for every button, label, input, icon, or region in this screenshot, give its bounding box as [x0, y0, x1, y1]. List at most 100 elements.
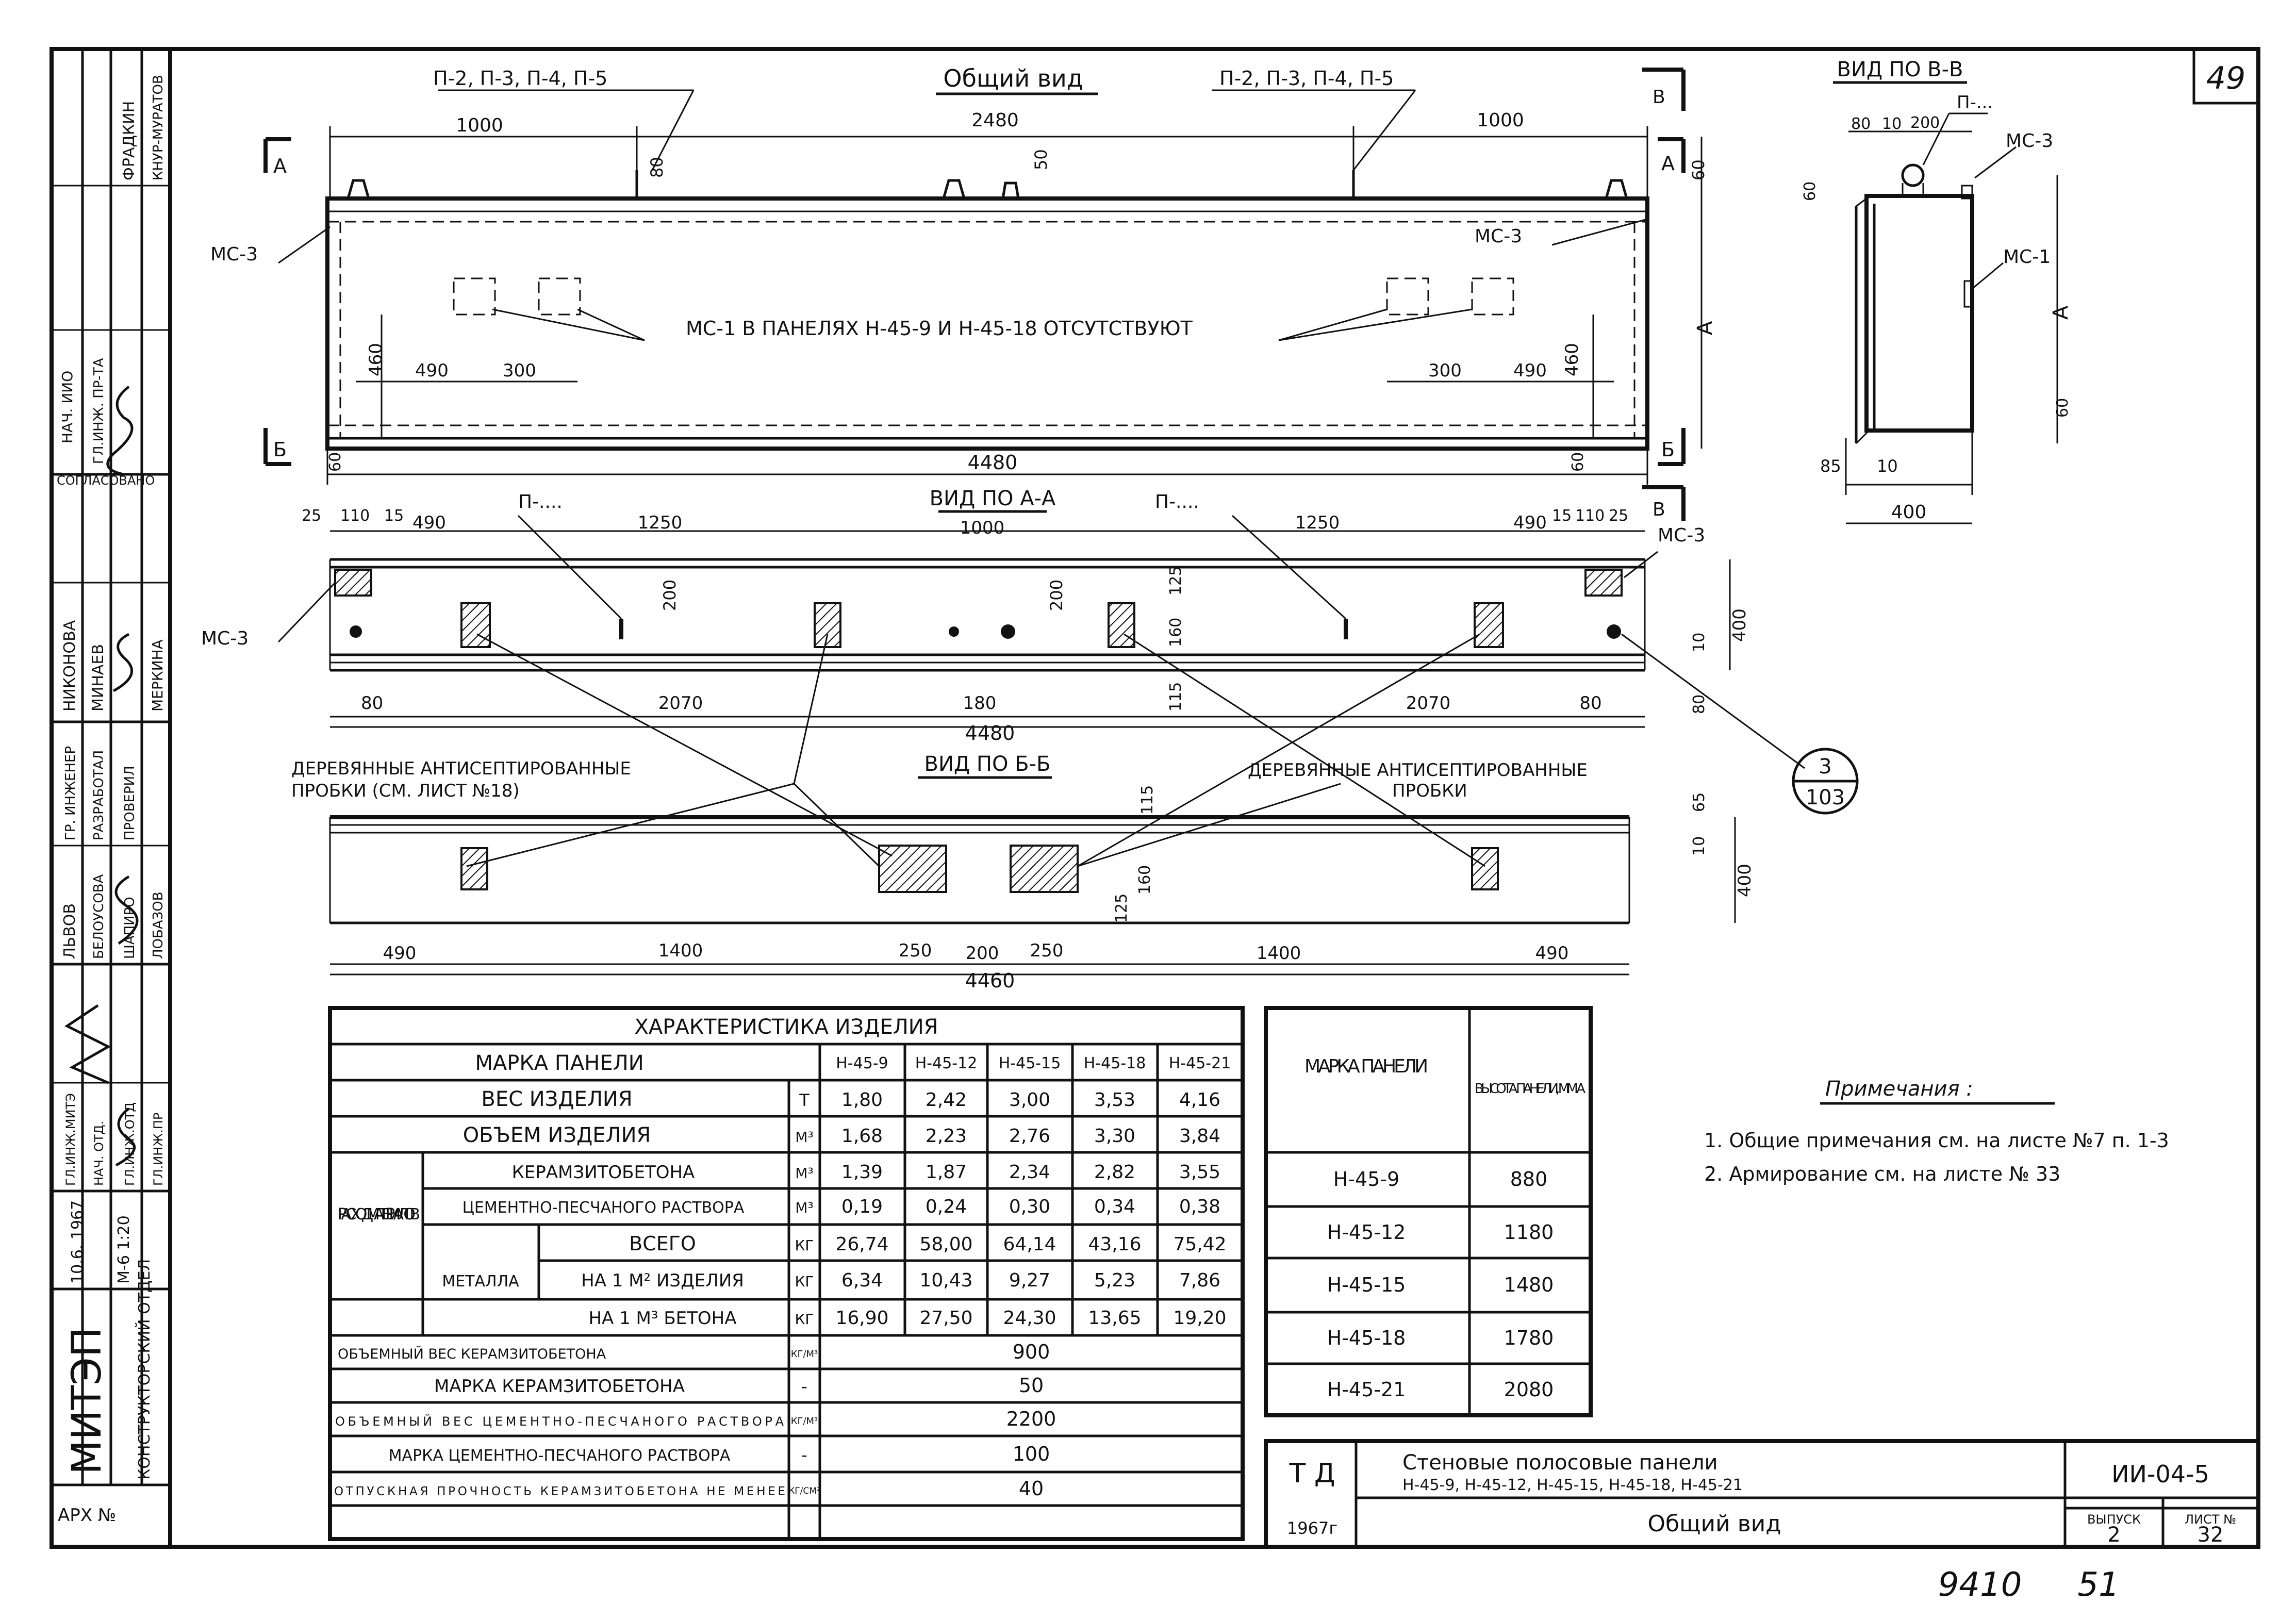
drawing-label: ДЕРЕВЯННЫЕ АНТИСЕПТИРОВАННЫЕ	[291, 758, 631, 779]
drawing-label: 25	[302, 507, 321, 525]
drawing-label: 4460	[965, 969, 1015, 992]
drawing-label: ВЫПУСК	[2087, 1512, 2141, 1527]
drawing-label: Н-45-18	[1084, 1054, 1146, 1072]
panel-body	[325, 196, 1649, 451]
drawing-label: ПРОБКИ	[1392, 781, 1467, 801]
bottom-note-right: 51	[2077, 1566, 2119, 1604]
drawing-label: 1180	[1504, 1221, 1554, 1244]
drawing-label: М³	[795, 1129, 813, 1146]
drawing-label: ЛОБАЗОВ	[151, 891, 166, 959]
drawing-label: 1967г	[1287, 1518, 1337, 1538]
signature	[64, 1004, 111, 1084]
drawing-label: 125	[1113, 894, 1131, 923]
drawing-label: 10.6. 1967	[69, 1200, 87, 1284]
signature	[114, 875, 139, 945]
drawing-label: 1,80	[841, 1089, 883, 1111]
drawing-label: НА 1 М³ БЕТОНА	[588, 1308, 736, 1329]
drawing-label: 60	[326, 452, 344, 472]
drawing-label: 10	[1690, 836, 1708, 856]
wood-plug	[1474, 602, 1504, 648]
drawing-label: 40	[1019, 1477, 1044, 1500]
drawing-label: 3,84	[1179, 1126, 1220, 1147]
drawing-label: 490	[1513, 360, 1547, 381]
view-aa: ВИД ПО А-А П-.... П-.... МС-3 МС-3 25 11…	[201, 487, 1859, 815]
drawing-label: 1780	[1504, 1327, 1554, 1349]
drawing-label: 64,14	[1003, 1234, 1056, 1255]
drawing-label: 0,38	[1179, 1196, 1220, 1217]
drawing-label: 2480	[971, 110, 1019, 131]
drawing-label: МЕТАЛЛА	[442, 1272, 519, 1291]
drawing-label: 1400	[658, 940, 703, 961]
drawing-label: 490	[1535, 943, 1569, 964]
drawing-label: ФРАДКИН	[120, 101, 138, 180]
drawing-label: 16,90	[835, 1308, 888, 1329]
view-aa-title: ВИД ПО А-А	[930, 487, 1056, 510]
drawing-label: 60	[1689, 159, 1708, 180]
drawing-label: 10	[1690, 633, 1708, 652]
drawing-label: 85	[1820, 456, 1841, 476]
drawing-label: Н-45-15	[1327, 1274, 1406, 1296]
drawing-label: 1,87	[926, 1162, 967, 1183]
drawing-label: 80	[361, 693, 383, 714]
drawing-label: 26,74	[835, 1234, 888, 1255]
drawing-label: 1. Общие примечания см. на листе №7 п. 1…	[1704, 1129, 2169, 1152]
drawing-label: П-....	[518, 491, 563, 513]
drawing-label: 3,53	[1094, 1089, 1135, 1111]
drawing-label: МИНАЕВ	[89, 644, 107, 712]
drawing-label: 490	[412, 513, 446, 533]
drawing-label: 27,50	[919, 1308, 972, 1329]
drawing-label: 160	[1167, 618, 1185, 647]
wood-plug	[1108, 602, 1135, 648]
drawing-label: 60	[2054, 398, 2072, 418]
drawing-label: РАЗРАБОТАЛ	[91, 750, 107, 840]
drawing-label: 2080	[1504, 1378, 1554, 1401]
drawing-label: Н-45-18	[1327, 1327, 1406, 1349]
drawing-label: 160	[1136, 865, 1154, 895]
drawing-label: ЛИСТ №	[2185, 1512, 2236, 1527]
drawing-label: 2,34	[1009, 1162, 1050, 1183]
drawing-label: КГ/М³	[791, 1416, 818, 1427]
drawing-label: 103	[1806, 786, 1845, 809]
drawing-label: 125	[1167, 566, 1185, 596]
drawing-label: -	[801, 1377, 807, 1396]
drawing-label: МЕРКИНА	[149, 639, 166, 712]
drawing-label: 3,30	[1094, 1126, 1135, 1147]
drawing-label: 3,00	[1009, 1089, 1050, 1111]
drawing-label: 32	[2198, 1523, 2224, 1547]
view-vv: ВИД ПО В-В П-... МС-3 МС-1 80 10 200 60 …	[1801, 58, 2073, 524]
plate-ms3	[334, 569, 372, 597]
drawing-label: 19,20	[1173, 1308, 1226, 1329]
bottom-note-left: 9410	[1938, 1566, 2022, 1604]
drawing-label: П-...	[1957, 92, 1993, 113]
drawing-label: КОНСТРУКТОРСКИЙ ОТДЕЛ	[135, 1259, 154, 1480]
drawing-label: ВСЕГО	[629, 1232, 696, 1255]
signature	[106, 386, 134, 476]
drawing-label: МС-3	[210, 244, 258, 265]
drawing-label: 490	[383, 943, 417, 964]
drawing-label: 60	[1569, 452, 1587, 472]
drawing-label: МС-1 В ПАНЕЛЯХ Н-45-9 И Н-45-18 ОТСУТСТВ…	[686, 317, 1193, 340]
drawing-label: 4,16	[1179, 1089, 1220, 1111]
view-bb: ВИД ПО Б-Б ДЕРЕВЯННЫЕ АНТИСЕПТИРОВАННЫЕ …	[291, 633, 1755, 992]
drawing-label: 3,55	[1179, 1162, 1220, 1183]
drawing-label: 10,43	[919, 1270, 972, 1291]
drawing-label: 490	[415, 360, 449, 381]
drawing-label: 80	[1690, 695, 1708, 714]
wood-plug	[460, 602, 491, 648]
plate-ms3	[1584, 569, 1623, 597]
drawing-label: МАРКА ПАНЕЛИ	[475, 1051, 643, 1075]
drawing-label: МАРКА ЦЕМЕНТНО-ПЕСЧАНОГО РАСТВОРА	[389, 1447, 731, 1465]
drawing-label: Б	[1661, 438, 1675, 461]
lifting-loop	[1001, 181, 1020, 199]
drawing-label: 400	[1891, 502, 1927, 523]
drawing-label: Примечания :	[1825, 1077, 1973, 1101]
drawing-label: 110	[340, 507, 370, 525]
drawing-label: 100	[1013, 1443, 1050, 1465]
drawing-label: 15	[1552, 507, 1572, 525]
drawing-label: А	[273, 155, 287, 177]
drawing-label: ДЕРЕВЯННЫЕ АНТИСЕПТИРОВАННЫЕ	[1248, 760, 1588, 781]
drawing-label: 300	[1428, 360, 1462, 381]
drawing-label: 24,30	[1003, 1308, 1056, 1329]
drawing-label: А	[2049, 305, 2073, 320]
